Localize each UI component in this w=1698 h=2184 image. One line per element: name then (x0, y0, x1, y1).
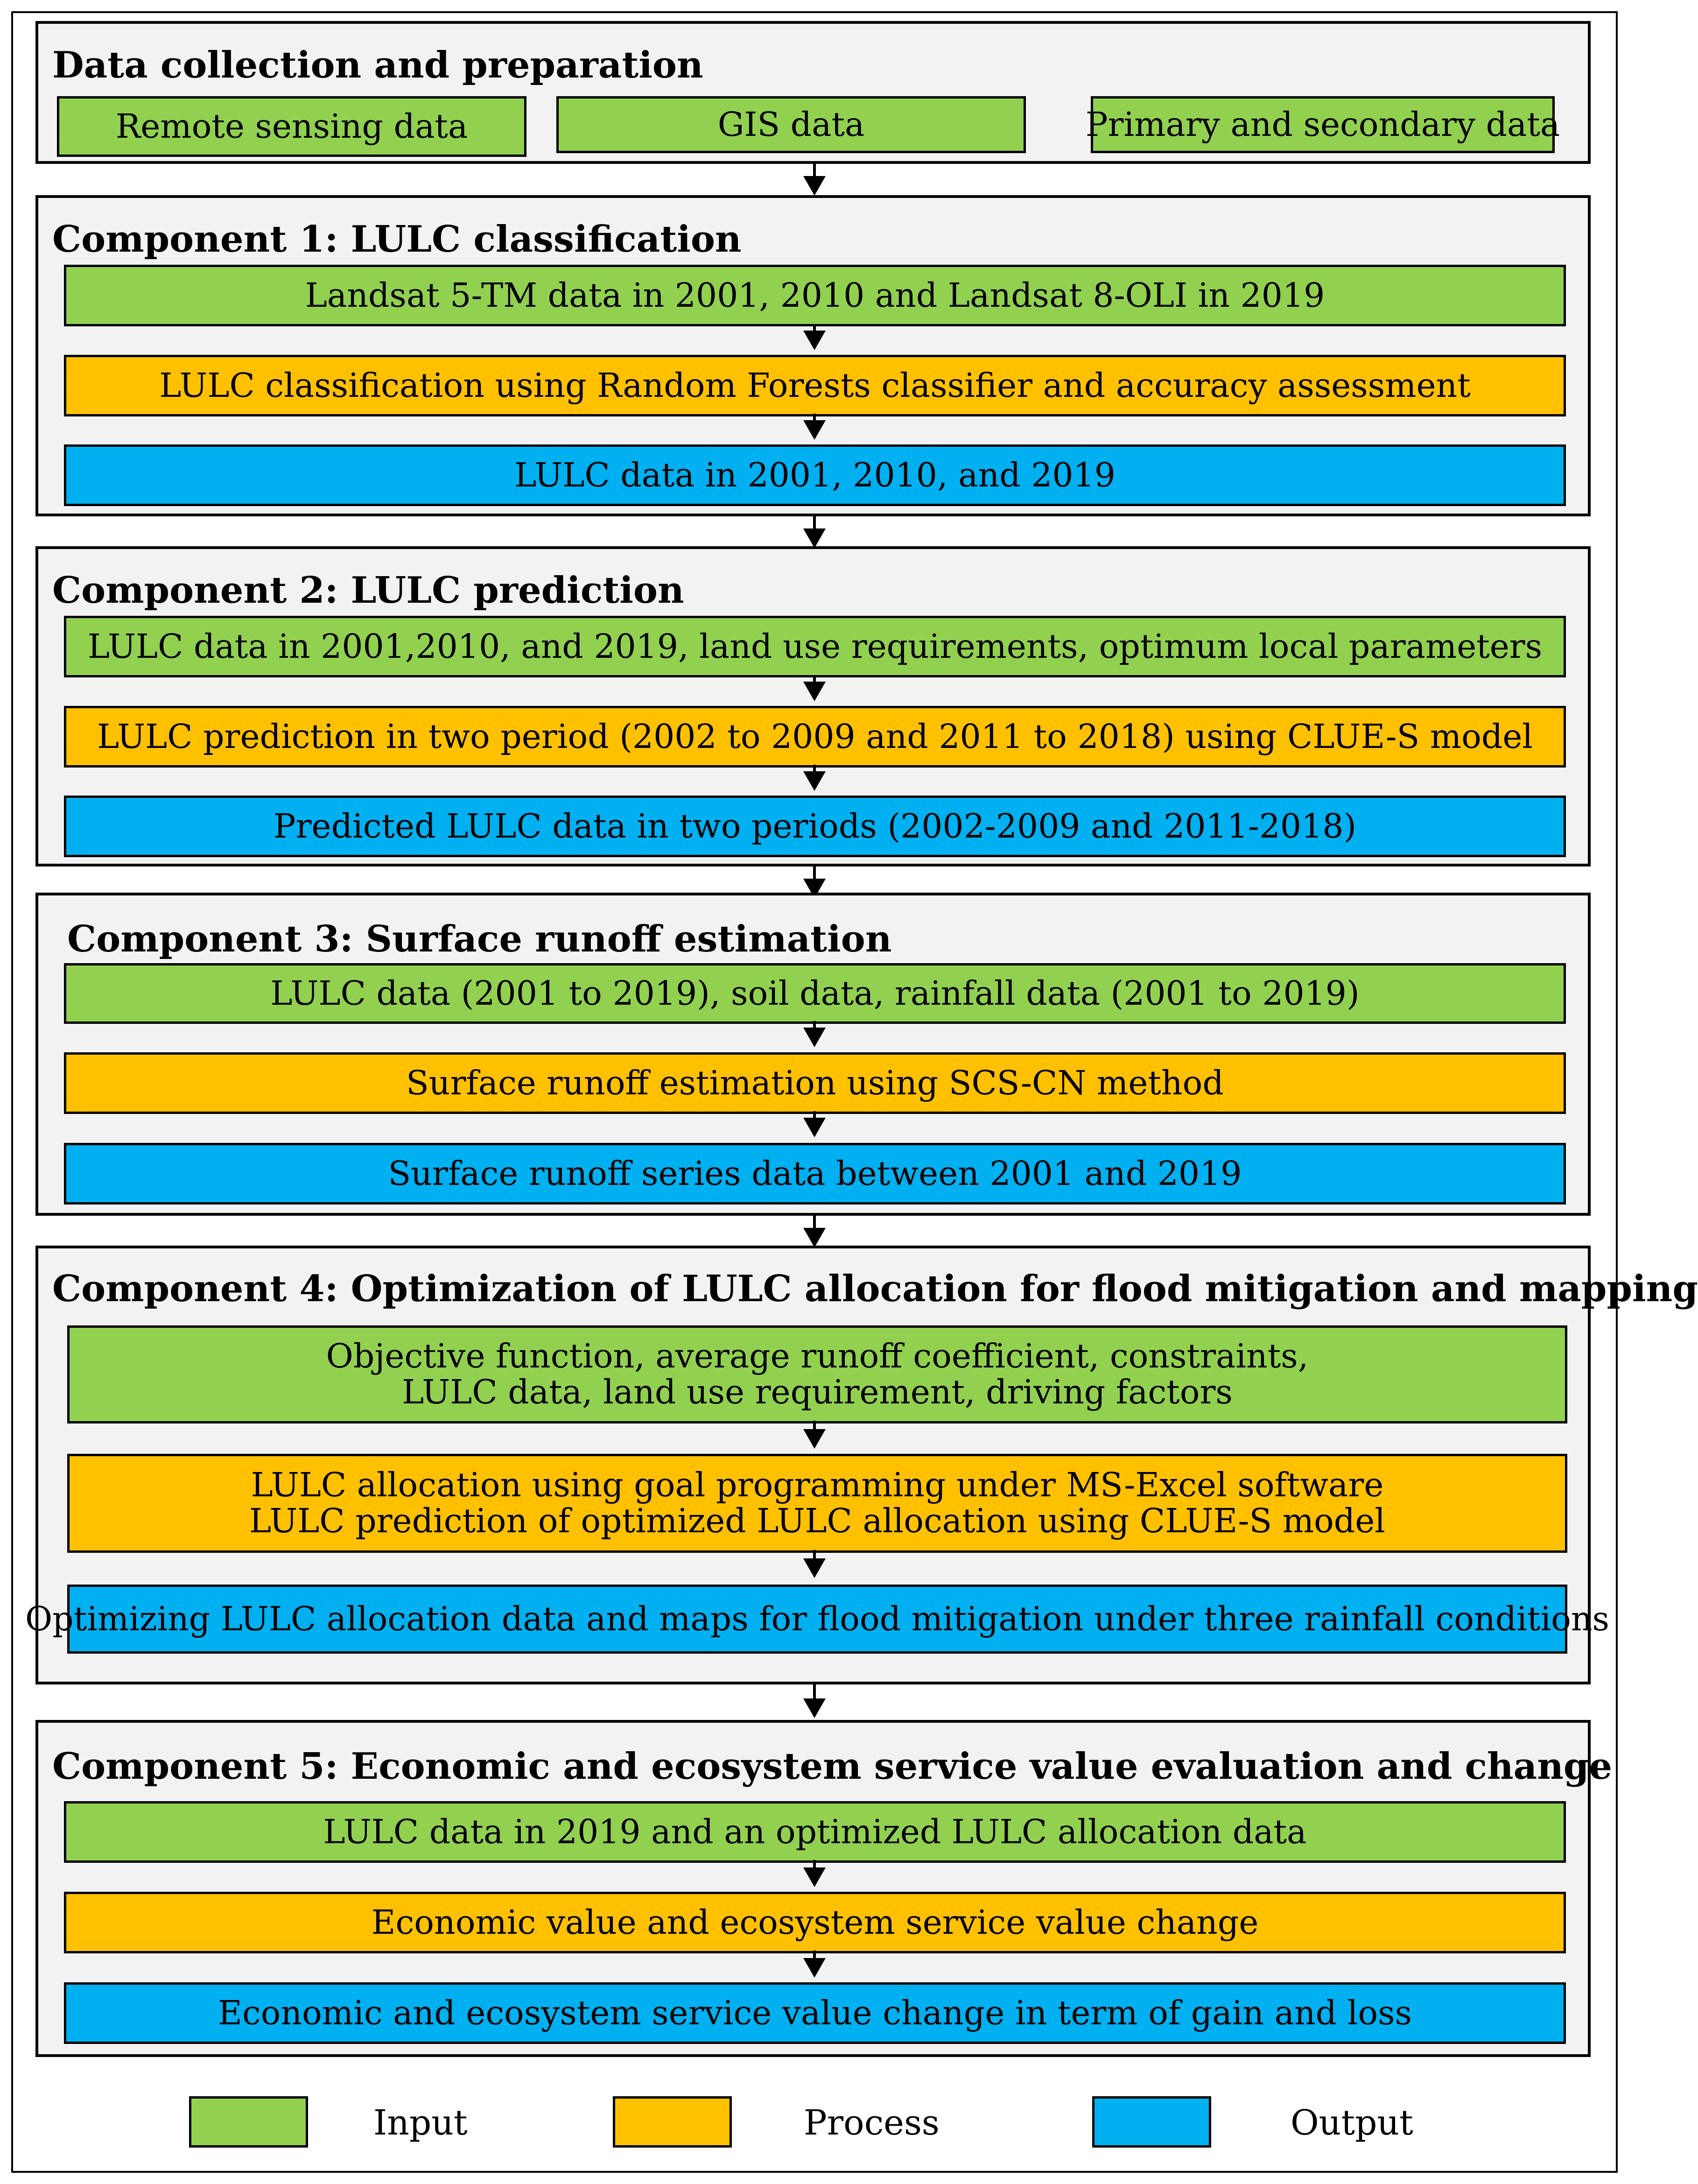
component-2-process-box: LULC prediction in two period (2002 to 2… (64, 706, 1566, 768)
data-collection-title: Data collection and preparation (52, 44, 703, 86)
legend-process-swatch (613, 2096, 732, 2148)
component-1-title: Component 1: LULC classification (52, 218, 742, 261)
component-3-output-text: Surface runoff series data between 2001 … (388, 1154, 1242, 1193)
component-3-input-box: LULC data (2001 to 2019), soil data, rai… (64, 963, 1566, 1024)
data-collection-panel: Data collection and preparation Remote s… (35, 21, 1591, 164)
component-4-output-box: Optimizing LULC allocation data and maps… (25, 1585, 1609, 1654)
component-1-panel: Component 1: LULC classification Landsat… (35, 195, 1591, 516)
component-5-panel: Component 5: Economic and ecosystem serv… (35, 1720, 1612, 2057)
component-2-output-box: Predicted LULC data in two periods (2002… (64, 796, 1566, 857)
component-1-output-box: LULC data in 2001, 2010, and 2019 (64, 444, 1566, 506)
component-5-process-text: Economic value and ecosystem service val… (371, 1902, 1259, 1942)
component-1-input-text: Landsat 5-TM data in 2001, 2010 and Land… (305, 275, 1325, 315)
component-5-input-text: LULC data in 2019 and an optimized LULC … (323, 1812, 1307, 1851)
legend-input-label: Input (373, 2103, 468, 2143)
component-4-process-text-line-2: LULC prediction of optimized LULC alloca… (249, 1501, 1385, 1540)
component-4-input-text-line-2: LULC data, land use requirement, driving… (402, 1373, 1233, 1411)
component-3-process-text: Surface runoff estimation using SCS-CN m… (406, 1063, 1224, 1102)
component-4-title: Component 4: Optimization of LULC alloca… (52, 1268, 1698, 1310)
component-5-title: Component 5: Economic and ecosystem serv… (52, 1745, 1613, 1788)
legend-output-swatch (1092, 2096, 1211, 2148)
component-1-input-box: Landsat 5-TM data in 2001, 2010 and Land… (64, 265, 1566, 326)
component-5-process-box: Economic value and ecosystem service val… (64, 1892, 1566, 1953)
component-3-panel: Component 3: Surface runoff estimation L… (35, 893, 1591, 1216)
component-5-input-box: LULC data in 2019 and an optimized LULC … (64, 1801, 1566, 1863)
gis-data-label: GIS data (717, 105, 865, 144)
component-5-output-box: Economic and ecosystem service value cha… (64, 1982, 1566, 2044)
component-2-title: Component 2: LULC prediction (52, 569, 684, 612)
component-2-input-text: LULC data in 2001,2010, and 2019, land u… (87, 627, 1543, 666)
component-3-process-box: Surface runoff estimation using SCS-CN m… (64, 1052, 1566, 1114)
component-2-process-text: LULC prediction in two period (2002 to 2… (97, 717, 1533, 756)
component-2-input-box: LULC data in 2001,2010, and 2019, land u… (64, 616, 1566, 677)
component-4-panel: Component 4: Optimization of LULC alloca… (25, 1246, 1698, 1684)
component-1-process-box: LULC classification using Random Forests… (64, 355, 1566, 416)
gis-data-box: GIS data (556, 96, 1026, 153)
component-4-process-text-line-1: LULC allocation using goal programming u… (251, 1465, 1384, 1505)
component-2-panel: Component 2: LULC prediction LULC data i… (35, 546, 1591, 867)
legend-input-swatch (189, 2096, 308, 2148)
primary-secondary-data-label: Primary and secondary data (1085, 105, 1560, 144)
component-3-title: Component 3: Surface runoff estimation (67, 918, 892, 960)
component-3-input-text: LULC data (2001 to 2019), soil data, rai… (270, 973, 1360, 1013)
legend-output-label: Output (1291, 2103, 1413, 2143)
component-4-input-text-line-1: Objective function, average runoff coeff… (326, 1337, 1309, 1376)
component-2-output-text: Predicted LULC data in two periods (2002… (273, 806, 1357, 845)
remote-sensing-data-label: Remote sensing data (115, 106, 468, 146)
component-3-output-box: Surface runoff series data between 2001 … (64, 1143, 1566, 1205)
primary-secondary-data-box: Primary and secondary data (1086, 96, 1560, 153)
component-4-output-text: Optimizing LULC allocation data and maps… (25, 1599, 1609, 1638)
legend-process-label: Process (804, 2103, 940, 2143)
component-4-process-box: LULC allocation using goal programming u… (67, 1454, 1567, 1553)
remote-sensing-data-box: Remote sensing data (57, 96, 526, 157)
component-5-output-text: Economic and ecosystem service value cha… (218, 1993, 1412, 2032)
component-1-process-text: LULC classification using Random Forests… (159, 366, 1471, 405)
component-4-input-box: Objective function, average runoff coeff… (67, 1325, 1567, 1423)
component-1-output-text: LULC data in 2001, 2010, and 2019 (514, 455, 1116, 494)
